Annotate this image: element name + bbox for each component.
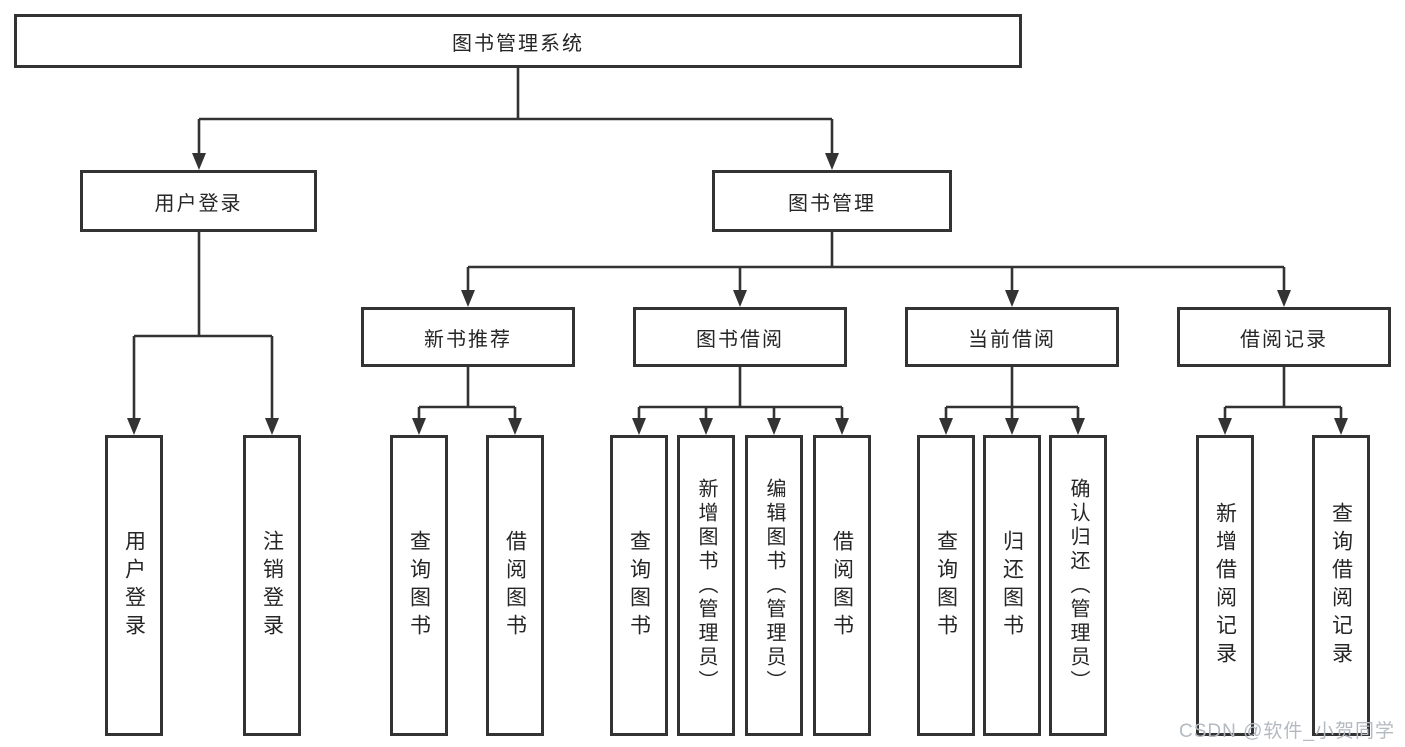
leaf-borrow-books: 借阅图书 [813, 435, 871, 736]
csdn-watermark: CSDN @软件_小贺同学 [1179, 721, 1395, 742]
leaf-add-borrow-record-label: 新增借阅记录 [1213, 501, 1237, 670]
node-user-login: 用户登录 [80, 170, 317, 232]
leaf-query-books-current-label: 查询图书 [934, 529, 958, 642]
leaf-query-books-current: 查询图书 [917, 435, 975, 736]
node-root-library-system: 图书管理系统 [14, 14, 1022, 68]
leaf-borrow-books-recommend-label: 借阅图书 [503, 529, 527, 642]
leaf-user-login-label: 用户登录 [122, 529, 146, 642]
node-borrow-records: 借阅记录 [1177, 307, 1391, 367]
leaf-add-borrow-record: 新增借阅记录 [1196, 435, 1254, 736]
node-book-borrow: 图书借阅 [633, 307, 847, 367]
node-book-borrow-label: 图书借阅 [696, 328, 784, 351]
node-user-login-label: 用户登录 [154, 192, 243, 215]
leaf-borrow-books-label: 借阅图书 [830, 529, 854, 642]
leaf-logout-label: 注销登录 [260, 529, 284, 642]
node-current-borrow: 当前借阅 [905, 307, 1119, 367]
node-book-management: 图书管理 [712, 170, 952, 232]
leaf-edit-books-admin-label: 编辑图书（管理员） [763, 477, 785, 694]
node-current-borrow-label: 当前借阅 [968, 328, 1056, 351]
node-new-book-recommend-label: 新书推荐 [424, 328, 512, 351]
leaf-edit-books-admin: 编辑图书（管理员） [745, 435, 803, 736]
leaf-query-books-recommend: 查询图书 [390, 435, 448, 736]
leaf-return-books-label: 归还图书 [1000, 529, 1024, 642]
leaf-logout: 注销登录 [243, 435, 301, 736]
leaf-query-borrow-record: 查询借阅记录 [1312, 435, 1370, 736]
node-book-management-label: 图书管理 [788, 192, 876, 215]
node-borrow-records-label: 借阅记录 [1240, 328, 1328, 351]
leaf-borrow-books-recommend: 借阅图书 [486, 435, 544, 736]
node-root-label: 图书管理系统 [452, 32, 584, 55]
leaf-return-books: 归还图书 [983, 435, 1041, 736]
leaf-query-books-borrow-label: 查询图书 [627, 529, 651, 642]
leaf-query-books-borrow: 查询图书 [610, 435, 668, 736]
node-new-book-recommend: 新书推荐 [361, 307, 575, 367]
leaf-user-login: 用户登录 [105, 435, 163, 736]
leaf-query-books-recommend-label: 查询图书 [407, 529, 431, 642]
leaf-confirm-return-admin-label: 确认归还（管理员） [1067, 477, 1089, 694]
leaf-add-books-admin-label: 新增图书（管理员） [695, 477, 717, 694]
leaf-add-books-admin: 新增图书（管理员） [677, 435, 735, 736]
leaf-confirm-return-admin: 确认归还（管理员） [1049, 435, 1107, 736]
leaf-query-borrow-record-label: 查询借阅记录 [1329, 501, 1353, 670]
